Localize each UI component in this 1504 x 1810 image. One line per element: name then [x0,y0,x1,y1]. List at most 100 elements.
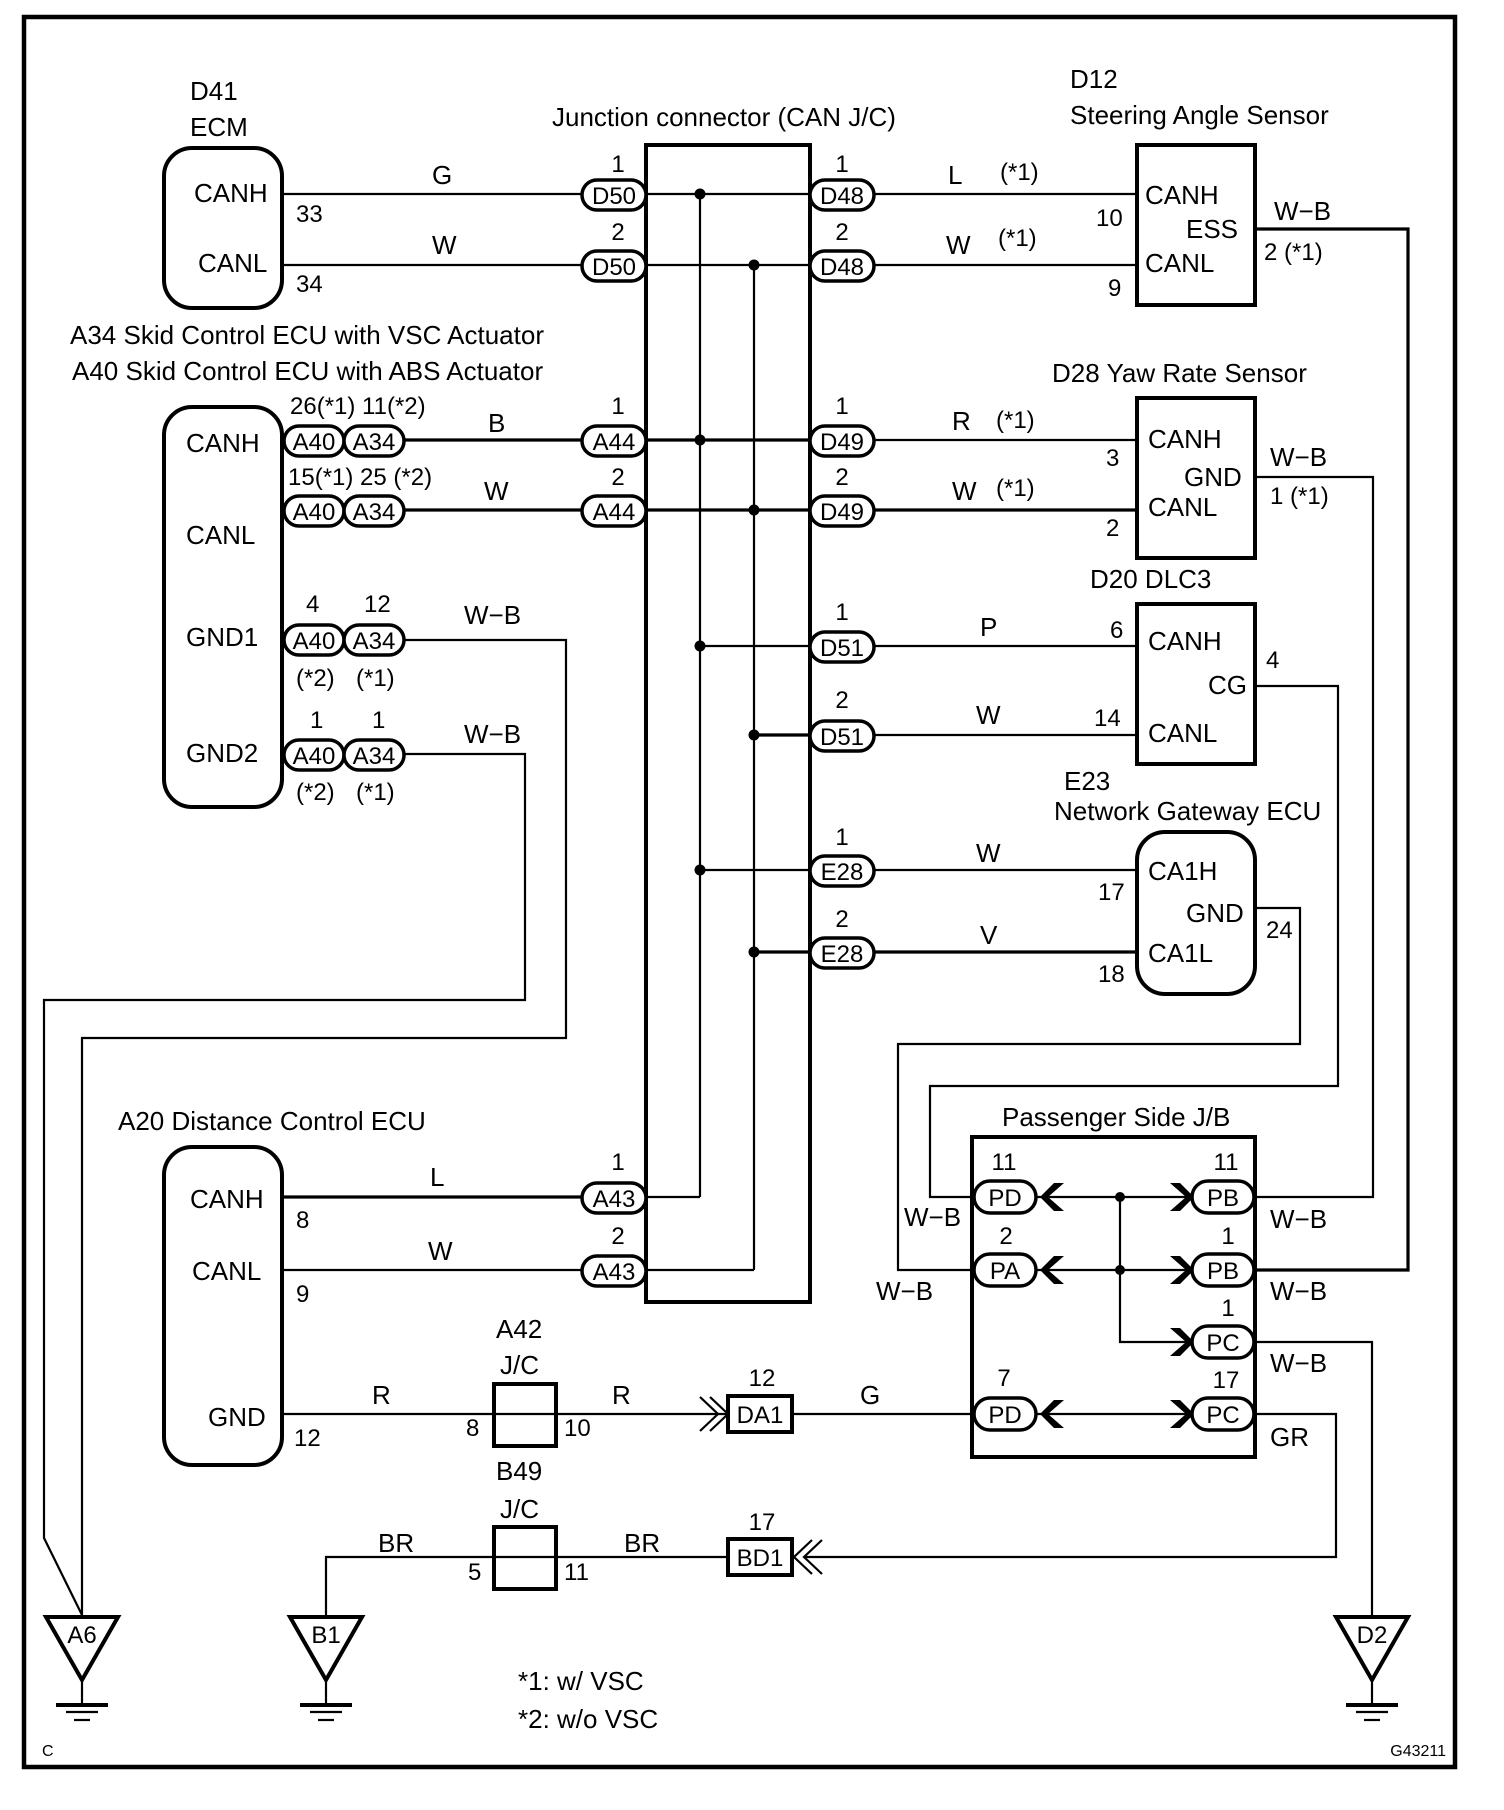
male-terminal-icon [1170,1256,1194,1284]
jc-right-connector: D51 2 [808,687,876,753]
a42-name: J/C [500,1350,539,1380]
jc-left-connector: D50 1 [580,151,648,212]
svg-text:A43: A43 [593,1186,636,1213]
junction-dot [694,640,706,652]
steering-id: D12 [1070,64,1118,94]
jc-left-connector: A43 1 [580,1149,648,1215]
pin-number: 2 [1106,515,1119,542]
svg-text:PB: PB [1207,1258,1239,1285]
wire [928,684,1340,1199]
svg-text:E28: E28 [821,859,864,886]
svg-text:17: 17 [1213,1367,1240,1394]
jb-left-connector: PD 7 [972,1365,1064,1432]
junction-dot [694,434,706,446]
jb-internal [1118,1197,1186,1344]
dlc3-pin-label: CANL [1148,718,1217,748]
ecm-name: ECM [190,112,248,142]
wire-color: BR [624,1528,660,1558]
svg-text:D49: D49 [820,499,864,526]
jc-left-connector: A44 1 [580,393,648,458]
plug-chevron-icon [699,1396,720,1432]
gnd2-pin: 1 [310,707,323,734]
steering-name: Steering Angle Sensor [1070,100,1329,130]
wire-color: V [980,920,998,950]
yaw-pin-label: CANH [1148,424,1222,454]
steering-pin-label: CANH [1145,180,1219,210]
svg-text:17: 17 [749,1509,776,1536]
gnd2-pin: 1 [372,707,385,734]
footnote: *2: w/o VSC [518,1704,658,1734]
wire-color: P [980,612,997,642]
distance-pin-label: GND [208,1402,266,1432]
jc-right-connector: E28 2 [808,906,876,970]
wire [804,1412,1338,1559]
wire-color: W−B [464,600,521,630]
female-terminal-icon [1040,1183,1064,1211]
svg-text:A34: A34 [353,429,396,456]
male-terminal-icon [1170,1183,1194,1211]
svg-text:7: 7 [997,1365,1010,1392]
jc-right-connector: D51 1 [808,599,876,664]
gateway-pin-label: CA1L [1148,938,1213,968]
svg-text:1: 1 [611,151,624,178]
wire-color: W−B [1270,1204,1327,1234]
wire-color: G [860,1380,880,1410]
skid-gnd1-connectors: A40 A34 [282,623,406,657]
svg-text:A40: A40 [293,499,336,526]
wire-color: BR [378,1528,414,1558]
wire-color: W−B [1270,1276,1327,1306]
skid-box [162,405,284,809]
svg-text:A44: A44 [593,429,636,456]
svg-text:PC: PC [1206,1402,1239,1429]
svg-text:2: 2 [835,464,848,491]
distance-pin-label: CANH [190,1184,264,1214]
svg-text:1: 1 [835,393,848,420]
ground-b1: B1 [286,1615,366,1722]
wire-color: G [432,160,452,190]
jc-left-connector: D50 2 [580,219,648,283]
wire-color: L [430,1162,444,1192]
steering-box [1135,143,1257,307]
svg-text:BD1: BD1 [737,1545,784,1572]
jc-right-connector: D48 1 [808,151,876,212]
corner-mark: C [42,1743,54,1760]
jc-left-connector: A43 2 [580,1223,648,1288]
svg-text:D48: D48 [820,183,864,210]
gnd-note: (*1) [356,665,395,692]
junction-dot [694,864,706,876]
junction-dot [1115,1192,1125,1202]
wire-note: (*1) [996,475,1035,502]
svg-text:E28: E28 [821,941,864,968]
svg-text:DA1: DA1 [737,1402,784,1429]
skid-canh-pins: 26(*1) 11(*2) [290,393,426,420]
skid-pin-label: GND2 [186,738,258,768]
skid-pin-label: CANH [186,428,260,458]
gateway-pin-label: CA1H [1148,856,1217,886]
bd1-connector: BD1 17 [726,1509,794,1577]
jb-right-connector: PC 1 [1170,1295,1256,1360]
jc-right-connector: D49 2 [808,464,876,528]
wire-color: W−B [1274,196,1331,226]
ecm-box [162,146,284,310]
wire-color: W [976,700,1001,730]
wire-color: L [948,160,962,190]
wire [80,638,568,1615]
junction-dot [748,259,760,271]
wire-color: W−B [904,1202,961,1232]
pin-number: 9 [296,1281,309,1308]
jb-left-connector: PA 2 [972,1223,1064,1288]
pin-number: 3 [1106,445,1119,472]
jb-right-connector: PC 17 [1170,1367,1256,1432]
jc-right-connector: D49 1 [808,393,876,458]
skid-pin-label: CANL [186,520,255,550]
dlc3-pin-label: CG [1208,670,1247,700]
distance-box [162,1145,284,1467]
pin-number: 5 [468,1559,481,1586]
svg-text:D50: D50 [592,183,636,210]
gateway-box [1135,830,1257,996]
svg-text:1: 1 [1221,1295,1234,1322]
gnd-note: (*1) [356,779,395,806]
svg-text:D48: D48 [820,254,864,281]
svg-text:PC: PC [1206,1330,1239,1357]
wire-color: W [952,476,977,506]
